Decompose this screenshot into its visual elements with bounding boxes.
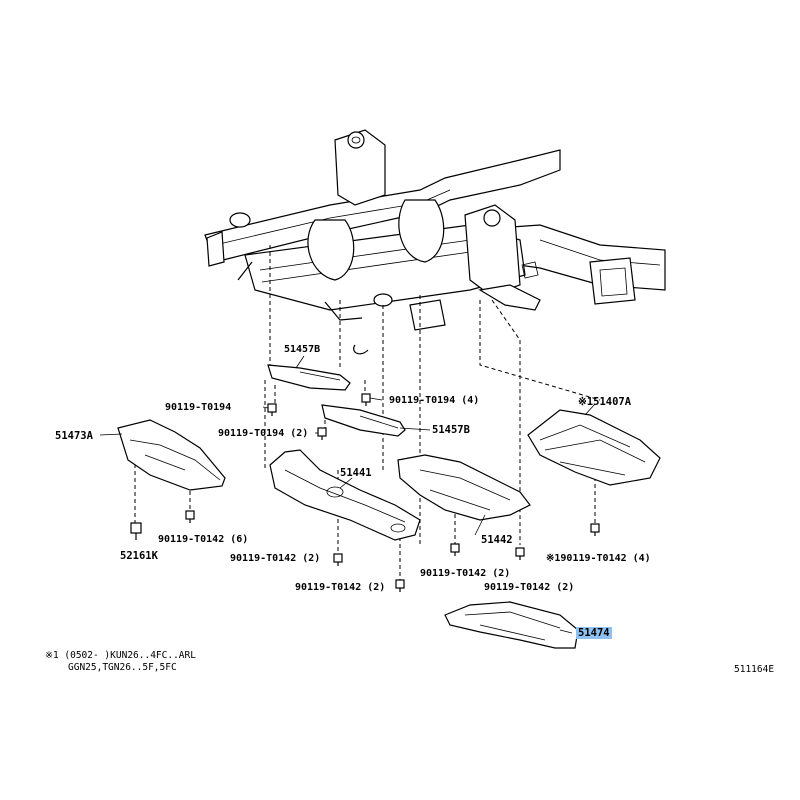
label-51474[interactable]: 51474	[576, 627, 612, 639]
footnote-line-2: GGN25,TGN26..5F,5FC	[68, 662, 177, 673]
bracket-51457b-top	[267, 364, 351, 391]
label-51457b-mid[interactable]: 51457B	[432, 424, 470, 436]
label-51407a[interactable]: ※151407A	[578, 396, 632, 408]
label-90119-t0142-2-c[interactable]: 90119-T0142 (2)	[420, 568, 511, 579]
footnote-line-1: ※1 (0502- )KUN26..4FC..ARL	[45, 650, 196, 661]
label-90119-t0142-2-a[interactable]: 90119-T0142 (2)	[230, 553, 321, 564]
guard-51441	[269, 449, 421, 541]
label-90119-t0194-4[interactable]: 90119-T0194 (4)	[389, 395, 480, 406]
label-51473a[interactable]: 51473A	[55, 430, 93, 442]
label-90119-t0194[interactable]: 90119-T0194	[165, 402, 232, 413]
vehicle-frame	[204, 129, 666, 355]
guard-51407a	[527, 409, 661, 486]
leader-lines	[99, 355, 596, 634]
label-90119-t0142-6[interactable]: 90119-T0142 (6)	[158, 534, 249, 545]
label-90119-t0194-2[interactable]: 90119-T0194 (2)	[218, 428, 309, 439]
label-90119-t0142-2-b[interactable]: 90119-T0142 (2)	[295, 582, 386, 593]
diagram-code: 511164E	[734, 664, 775, 675]
label-90119-t0142-2-d[interactable]: 90119-T0142 (2)	[484, 582, 575, 593]
guard-51442	[397, 454, 531, 521]
label-52161k[interactable]: 52161K	[120, 550, 158, 562]
label-51442[interactable]: 51442	[481, 534, 513, 546]
label-51474-highlight: 51474	[576, 627, 612, 639]
guard-51474	[444, 601, 579, 649]
label-51441[interactable]: 51441	[340, 467, 372, 479]
bracket-51457b-mid	[321, 404, 406, 437]
label-51457b-top[interactable]: 51457B	[284, 344, 321, 355]
cover-51473a	[117, 419, 226, 491]
label-90119-t0142-4[interactable]: ※190119-T0142 (4)	[546, 553, 651, 564]
